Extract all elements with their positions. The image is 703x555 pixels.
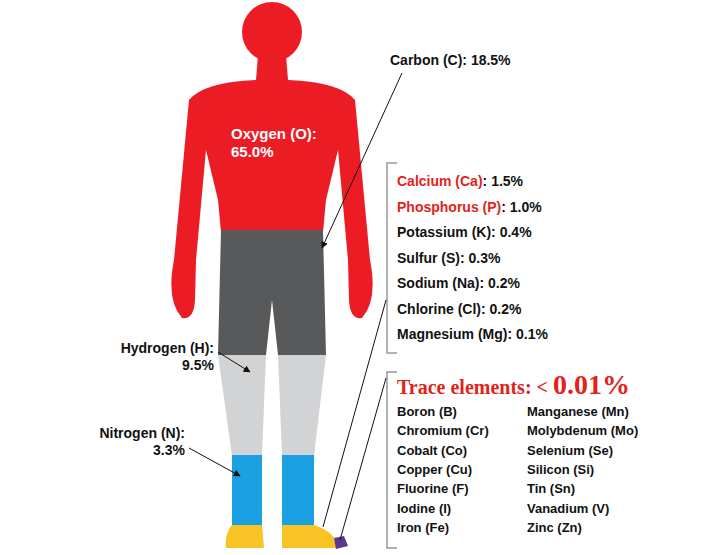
element-label: Sodium (Na): 0.2% [397, 275, 520, 292]
element-name: Calcium (Ca) [397, 173, 483, 190]
element-label: Nitrogen (N): 3.3% [80, 425, 185, 459]
element-percent: : 1.0% [501, 199, 541, 216]
group-bracket [387, 163, 397, 353]
leg-shape [218, 355, 266, 456]
trace-element: Iodine (I) [397, 501, 451, 517]
trace-element: Molybdenum (Mo) [527, 423, 638, 439]
leader-line [218, 352, 250, 372]
leg-shape [278, 355, 326, 456]
label-row: Phosphorus (P): 1.0% [397, 199, 542, 216]
trace-element: Iron (Fe) [397, 520, 449, 536]
trace-element: Selenium (Se) [527, 443, 613, 459]
element-label: Oxygen (O): 65.0% [231, 125, 331, 161]
trace-element: Copper (Cu) [397, 462, 472, 478]
foot-shape [282, 525, 338, 548]
trace-percent: 0.01% [553, 369, 630, 401]
element-label: Magnesium (Mg): 0.1% [397, 326, 548, 343]
element-label: Potassium (K): 0.4% [397, 224, 532, 241]
leader-line [323, 300, 386, 527]
element-label: Carbon (C): 18.5% [390, 52, 511, 69]
trace-element: Fluorine (F) [397, 481, 469, 497]
element-label: Chlorine (Cl): 0.2% [397, 301, 521, 318]
trace-element: Tin (Sn) [527, 481, 575, 497]
element-label: Hydrogen (H): 9.5% [109, 340, 214, 374]
element-label: Sulfur (S): 0.3% [397, 250, 500, 267]
element-name: Phosphorus (P) [397, 199, 501, 216]
leader-line [189, 448, 240, 476]
trace-element: Chromium (Cr) [397, 423, 489, 439]
trace-element: Silicon (Si) [527, 462, 594, 478]
trace-element: Vanadium (V) [527, 501, 609, 517]
trace-element: Zinc (Zn) [527, 520, 582, 536]
sock-shape [232, 455, 262, 526]
group-bracket [387, 372, 397, 548]
sock-shape [282, 455, 314, 526]
label-row: Calcium (Ca): 1.5% [397, 173, 523, 190]
foot-shape [226, 525, 264, 548]
leader-line [322, 73, 402, 248]
element-percent: : 1.5% [483, 173, 523, 190]
trace-element: Boron (B) [397, 404, 457, 420]
trace-element: Manganese (Mn) [527, 404, 629, 420]
label-row: Trace elements: <0.01% [397, 369, 630, 401]
trace-element: Cobalt (Co) [397, 443, 467, 459]
head-shape [242, 2, 302, 62]
shorts-shape [218, 230, 326, 355]
trace-heading: Trace elements: < [397, 375, 548, 399]
leader-line [340, 378, 386, 540]
